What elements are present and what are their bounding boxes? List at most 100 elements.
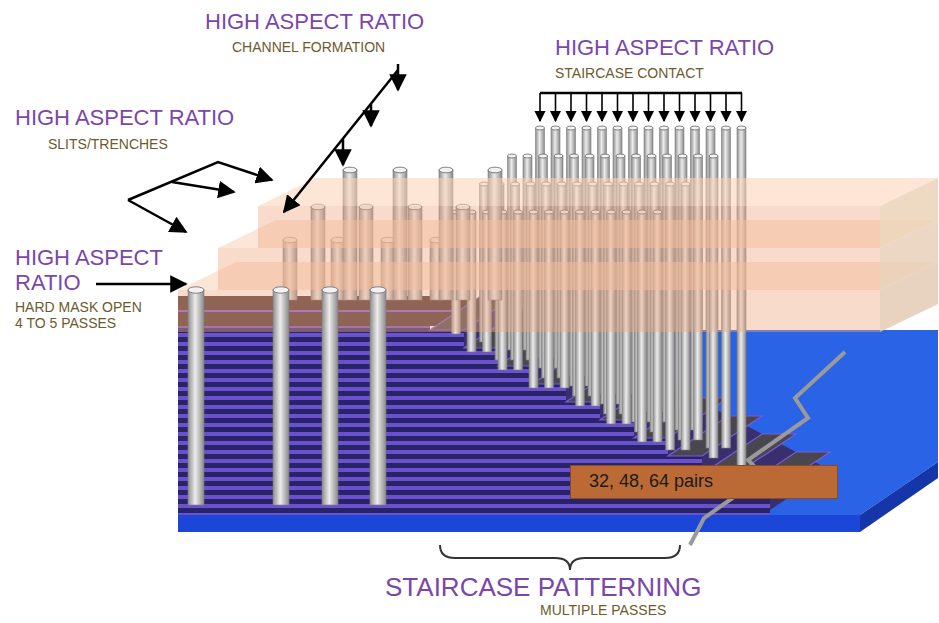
pillar-cap — [632, 154, 641, 158]
label-slot: SLITS/TRENCHES — [48, 137, 248, 153]
pillar-cap — [644, 126, 653, 130]
label-slot: HARD MASK OPEN 4 TO 5 PASSES — [15, 300, 147, 331]
pillar-cap — [523, 154, 532, 158]
sub-label: SLITS/TRENCHES — [48, 137, 248, 153]
heading-label: HIGH ASPECT RATIO — [205, 10, 465, 35]
pillar-cap — [737, 126, 746, 130]
pillar-cap — [598, 126, 607, 130]
pillar-cap — [691, 126, 700, 130]
pillar-cap — [663, 154, 672, 158]
pillar-cap — [488, 167, 502, 173]
pillar-cap — [188, 287, 204, 293]
sub-label: MULTIPLE PASSES — [540, 603, 740, 619]
step-face — [430, 330, 464, 515]
pillar-cap — [343, 167, 357, 173]
leader-arrows — [540, 93, 742, 121]
mask-side — [880, 178, 938, 248]
label-slot: HIGH ASPECT RATIO — [555, 36, 815, 61]
pillar-cap — [694, 154, 703, 158]
leader-arrow — [617, 93, 619, 121]
pillar-cap — [706, 126, 715, 130]
break-line — [690, 352, 845, 545]
leader-arrow — [555, 93, 557, 121]
leader-arrow — [128, 162, 272, 200]
leader-arrow — [741, 93, 743, 121]
pillar-cap — [393, 167, 407, 173]
leader-arrow — [648, 93, 650, 121]
leader-arrow — [694, 93, 696, 121]
label-slot: STAIRCASE CONTACT — [555, 66, 755, 82]
leader-arrow — [128, 200, 186, 232]
substrate-side — [860, 462, 938, 532]
leader-arrow — [397, 64, 400, 90]
label-slot: HIGH ASPECT RATIO — [205, 10, 465, 35]
label-slot: MULTIPLE PASSES — [540, 603, 740, 619]
label-slot: HIGH ASPECT RATIO — [15, 106, 275, 131]
pillar-cap — [539, 154, 548, 158]
pillar-cap — [585, 154, 594, 158]
mask-front — [218, 248, 880, 290]
pillar-cap — [722, 126, 731, 130]
pillar-body — [322, 290, 338, 505]
leader-arrow — [342, 139, 345, 165]
bracket — [440, 545, 680, 570]
step-face — [498, 366, 532, 515]
pillar-cap — [508, 154, 517, 158]
pillar-cap — [554, 154, 563, 158]
heading-label: HIGH ASPECT RATIO — [15, 106, 275, 131]
leader-arrow — [679, 93, 681, 121]
leader-arrow — [96, 283, 186, 286]
pillar-cap — [678, 154, 687, 158]
layer-count-box: 32, 48, 64 pairs — [570, 465, 838, 499]
pillar-cap — [616, 154, 625, 158]
mask-top — [258, 178, 938, 206]
pillar-cap — [660, 126, 669, 130]
leader-arrow — [539, 93, 541, 121]
pillar-cap — [582, 126, 591, 130]
label-slot: HIGH ASPECT RATIO — [15, 246, 175, 295]
step-face — [464, 348, 498, 515]
leader-arrow — [284, 70, 398, 212]
heading-label: HIGH ASPECT RATIO — [555, 36, 815, 61]
leader-arrow — [725, 93, 727, 121]
step-face — [532, 384, 566, 515]
pillar-cap — [536, 126, 545, 130]
box-label: 32, 48, 64 pairs — [589, 471, 819, 493]
pillar-cap — [322, 287, 338, 293]
leader-arrow — [601, 93, 603, 121]
pillar-cap — [567, 126, 576, 130]
mask-front — [258, 206, 880, 248]
pillar-cap — [647, 154, 656, 158]
leader-arrows — [96, 64, 742, 284]
pillar-cap — [629, 126, 638, 130]
heading-label: STAIRCASE PATTERNING — [385, 573, 805, 602]
pillar-group — [188, 287, 386, 505]
pillar-cap — [370, 287, 386, 293]
leader-arrow — [570, 93, 572, 121]
sub-label: STAIRCASE CONTACT — [555, 66, 755, 82]
pillar-body — [273, 290, 289, 505]
leader-arrow — [632, 93, 634, 121]
leader-arrow — [172, 182, 234, 192]
leader-arrow — [370, 104, 373, 126]
leader-arrow — [586, 93, 588, 121]
pillar-cap — [709, 154, 718, 158]
leader-arrow — [663, 93, 665, 121]
leader-arrow — [710, 93, 712, 121]
sub-label: HARD MASK OPEN 4 TO 5 PASSES — [15, 300, 147, 331]
sub-label: CHANNEL FORMATION — [232, 40, 432, 56]
pillar-cap — [675, 126, 684, 130]
pillar-cap — [613, 126, 622, 130]
pillar-cap — [551, 126, 560, 130]
pillar-cap — [439, 167, 453, 173]
pillar-cap — [570, 154, 579, 158]
pillar-body — [370, 290, 386, 505]
substrate-front — [178, 515, 860, 532]
pillar-body — [188, 290, 204, 505]
layer-stack — [178, 325, 430, 515]
pillar-cap — [273, 287, 289, 293]
pillar-cap — [601, 154, 610, 158]
heading-label: HIGH ASPECT RATIO — [15, 246, 175, 295]
label-slot: CHANNEL FORMATION — [232, 40, 432, 56]
